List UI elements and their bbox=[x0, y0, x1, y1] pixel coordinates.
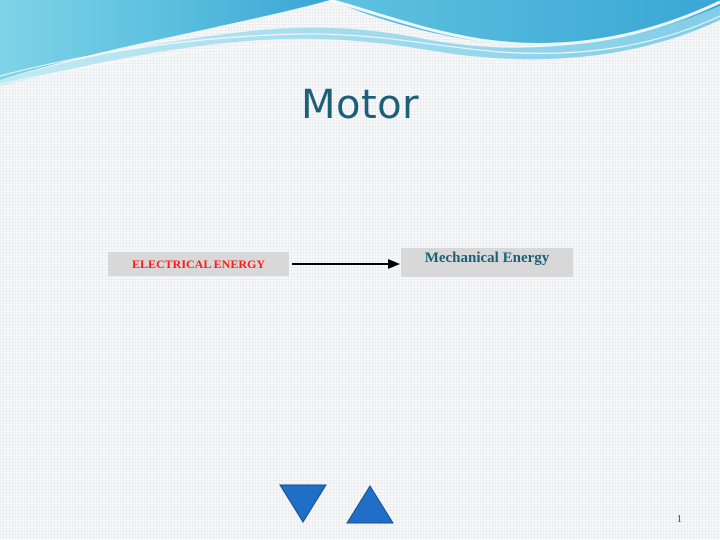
mechanical-energy-label: Mechanical Energy bbox=[424, 250, 550, 266]
triangle-up-icon[interactable] bbox=[346, 484, 394, 524]
electrical-energy-box: ELECTRICAL ENERGY bbox=[108, 252, 289, 276]
mechanical-energy-box: Mechanical Energy bbox=[401, 248, 573, 277]
conversion-arrow bbox=[292, 259, 400, 269]
triangle-down-icon[interactable] bbox=[279, 484, 327, 524]
page-number: 1 bbox=[676, 513, 683, 525]
slide-title: Motor bbox=[300, 82, 420, 128]
electrical-energy-label: ELECTRICAL ENERGY bbox=[131, 256, 266, 271]
header-wave-decoration bbox=[0, 0, 720, 86]
